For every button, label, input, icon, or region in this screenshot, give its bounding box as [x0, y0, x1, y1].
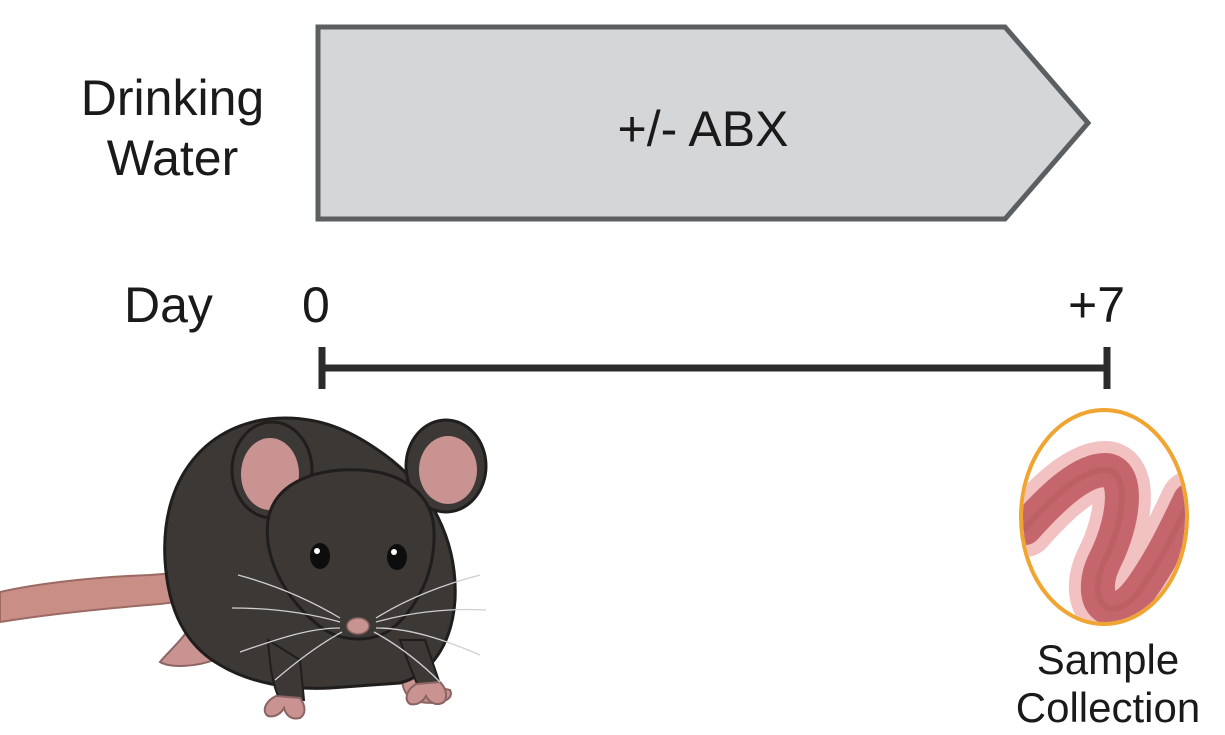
mouse-nose: [346, 617, 370, 635]
mouse-eye-left-shine: [314, 548, 320, 554]
treatment-label: +/- ABX: [617, 101, 789, 157]
sample-label-line2: Collection: [1015, 684, 1201, 731]
mouse-ear-right-inner: [419, 436, 477, 504]
mouse-icon: [0, 416, 488, 720]
intestine-tissue: [1023, 441, 1185, 622]
mouse-eye-right: [387, 544, 407, 570]
sample-collection-icon: [1019, 408, 1189, 626]
sample-collection-label: Sample Collection: [996, 636, 1220, 732]
timeline-axis-label: Day: [124, 277, 213, 333]
row-label-line2: Water: [106, 130, 239, 186]
mouse-front-foot-right: [405, 680, 448, 706]
treatment-arrow: [315, 24, 1092, 222]
mouse-whiskers: [231, 574, 487, 683]
timeline-start-label: 0: [302, 277, 330, 333]
mouse-front-foot-left: [263, 694, 306, 720]
mouse-eye-right-shine: [391, 549, 397, 555]
timeline-end-label: +7: [1068, 277, 1126, 333]
mouse-head: [265, 468, 436, 641]
row-label-drinking-water: Drinking Water: [60, 68, 285, 188]
row-label-line1: Drinking: [80, 70, 265, 126]
sample-label-line1: Sample: [1036, 636, 1180, 683]
mouse-eye-left: [310, 543, 330, 569]
timeline-axis: [318, 347, 1111, 389]
